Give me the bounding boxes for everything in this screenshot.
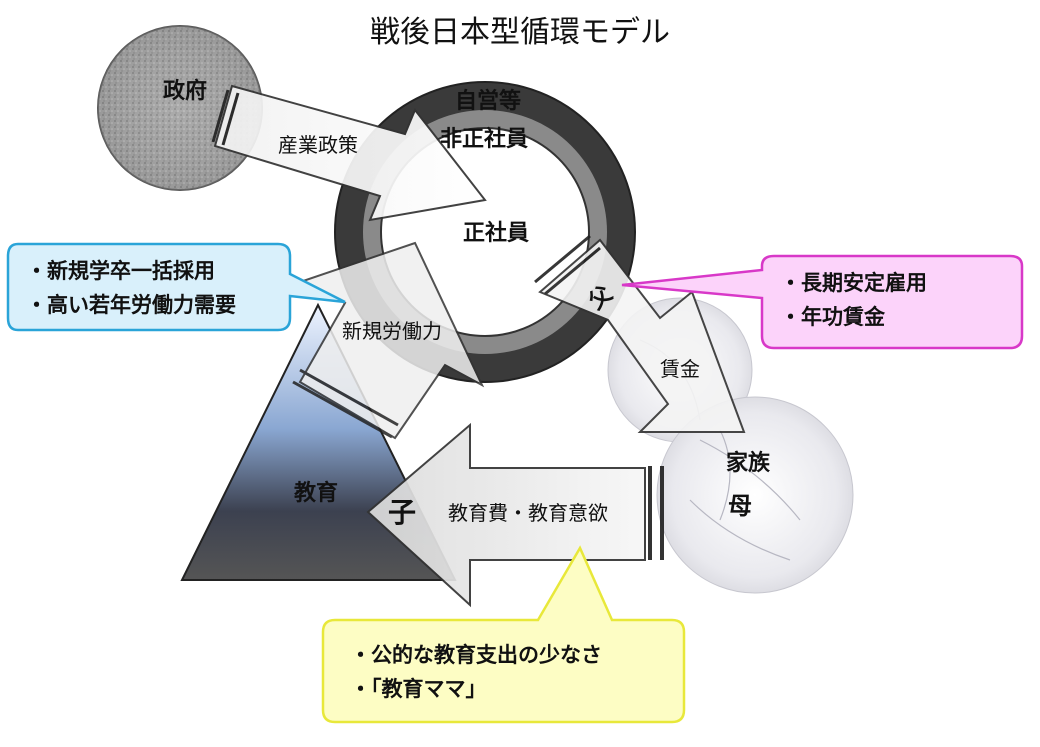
new-labor-label: 新規労働力 — [342, 319, 442, 343]
government-label: 政府 — [163, 78, 207, 104]
industrial-policy-arrow — [211, 84, 487, 222]
callout-blue-line-1: ・新規学卒一括採用 — [26, 259, 215, 283]
callout-blue-line-2: ・高い若年労働力需要 — [26, 293, 236, 317]
mother-label: 母 — [728, 492, 752, 520]
diagram-title: 戦後日本型循環モデル — [370, 15, 670, 50]
callout-yellow-line-1: ・公的な教育支出の少なさ — [350, 643, 602, 667]
callout-yellow — [321, 545, 686, 724]
callout-yellow-text: ・公的な教育支出の少なさ ・「教育ママ」 — [350, 638, 602, 706]
wages-label: 賃金 — [660, 357, 700, 381]
family-label: 家族 — [726, 450, 771, 476]
government-circle — [97, 25, 263, 191]
education-label: 教育 — [294, 480, 338, 506]
callout-pink-line-1: ・長期安定雇用 — [780, 271, 927, 295]
education-spending-label: 教育費・教育意欲 — [448, 501, 608, 525]
callout-blue-text: ・新規学卒一括採用 ・高い若年労働力需要 — [26, 254, 236, 322]
callout-pink-text: ・長期安定雇用 ・年功賃金 — [780, 266, 927, 334]
industrial-policy-label: 産業政策 — [278, 133, 358, 157]
non-regular-label: 非正社員 — [440, 126, 528, 152]
wages-arrow — [534, 234, 746, 433]
regular-employee-label: 正社員 — [463, 220, 529, 246]
self-employed-label: 自営等 — [455, 88, 521, 114]
callout-pink-line-2: ・年功賃金 — [780, 305, 885, 329]
callout-yellow-line-2: ・「教育ママ」 — [350, 677, 487, 701]
callout-pink — [621, 254, 1024, 350]
child-label: 子 — [388, 496, 416, 529]
callout-blue — [6, 242, 346, 332]
